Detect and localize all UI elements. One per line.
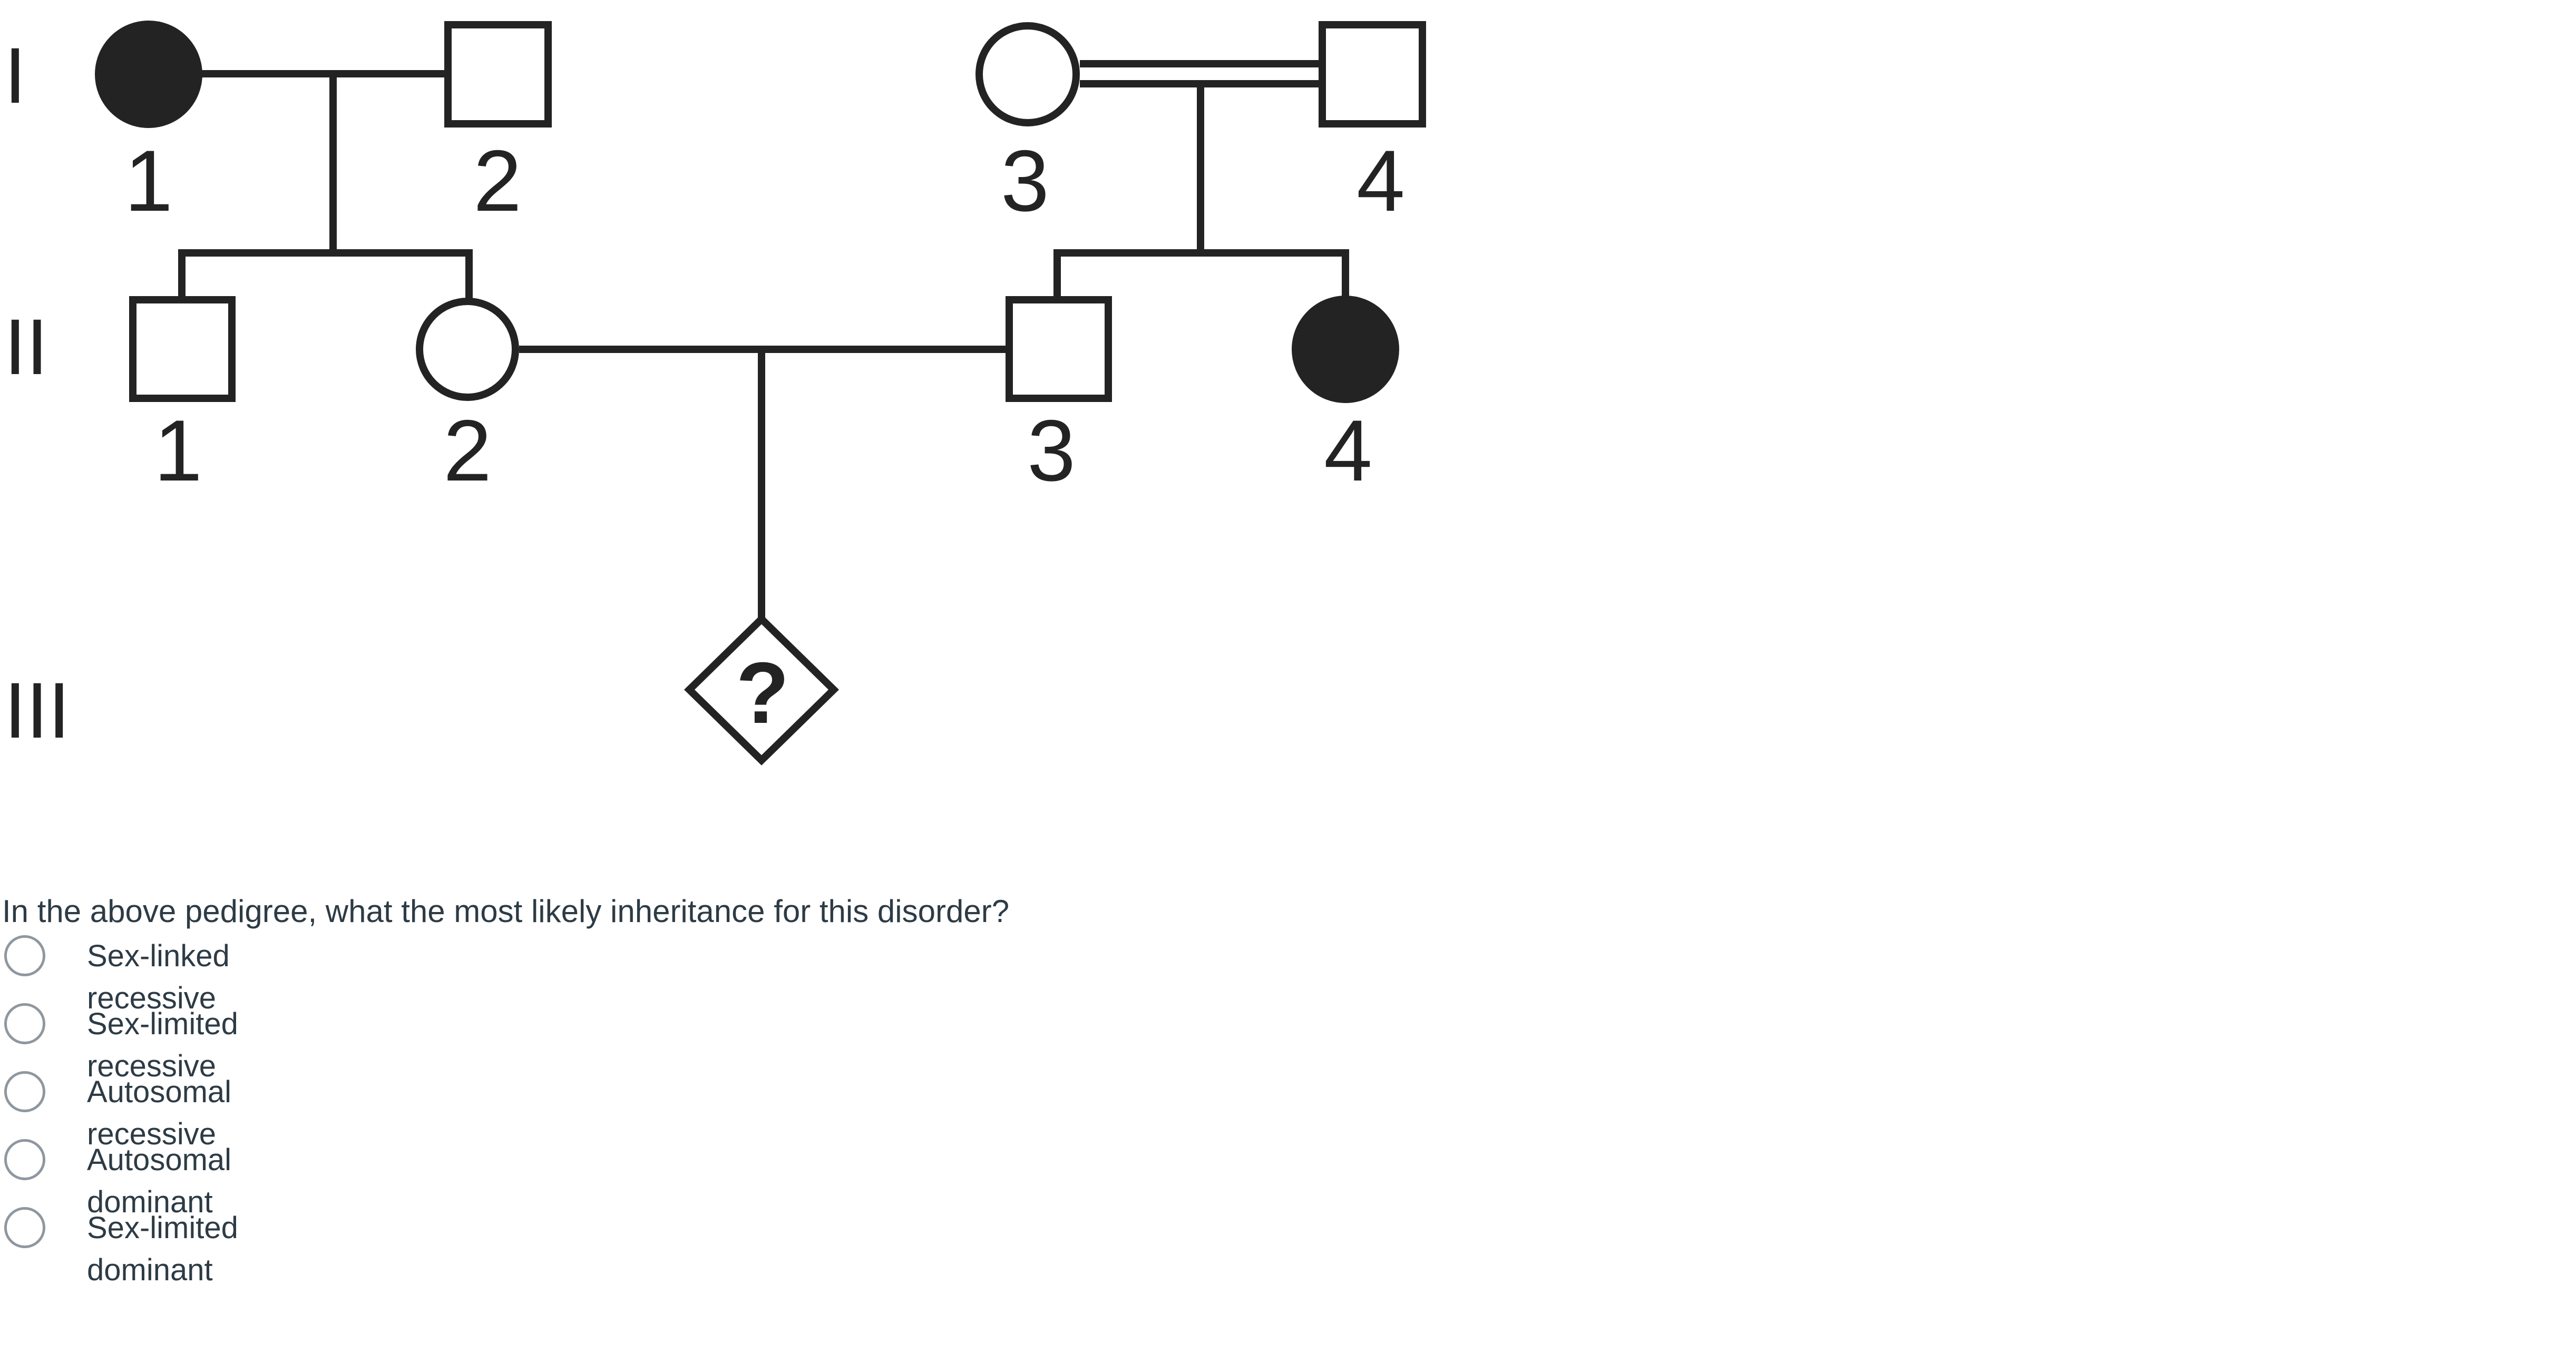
proband-diamond xyxy=(684,614,840,766)
option-row-sex-limited-dominant: Sex-limited dominant xyxy=(4,1207,479,1287)
option-label-autosomal-recessive[interactable]: Autosomal recessive xyxy=(87,1075,232,1151)
option-row-sex-limited-recessive: Sex-limited recessive xyxy=(4,1003,479,1083)
proband-question-mark: ? xyxy=(736,644,789,741)
option-row-autosomal-dominant: Autosomal dominant xyxy=(4,1139,479,1219)
option-label-autosomal-dominant[interactable]: Autosomal dominant xyxy=(87,1143,232,1219)
individual-I-4-male-square xyxy=(1319,21,1426,128)
question-text: In the above pedigree, what the most lik… xyxy=(2,894,1010,929)
radio-option-sex-limited-dominant[interactable] xyxy=(4,1207,45,1248)
individual-number-I-2: 2 xyxy=(473,132,522,229)
radio-option-autosomal-dominant[interactable] xyxy=(4,1139,45,1180)
generation-label-II: II xyxy=(4,302,48,391)
pedigree-diagram: ? I II III 1 2 3 4 1 2 3 4 xyxy=(4,21,1426,766)
individual-number-II-2: 2 xyxy=(443,402,492,499)
generation-label-I: I xyxy=(4,31,26,120)
individual-number-II-3: 3 xyxy=(1027,402,1076,499)
radio-option-sex-limited-recessive[interactable] xyxy=(4,1003,45,1044)
individual-II-1-male-square xyxy=(129,296,236,402)
radio-option-sex-linked-recessive[interactable] xyxy=(4,935,45,976)
individual-number-I-1: 1 xyxy=(124,132,173,229)
option-label-sex-linked-recessive[interactable]: Sex-linked recessive xyxy=(87,939,230,1015)
radio-option-autosomal-recessive[interactable] xyxy=(4,1071,45,1112)
individual-II-4-affected-female-circle xyxy=(1292,296,1399,403)
individual-I-1-affected-female-circle xyxy=(95,21,202,128)
option-row-autosomal-recessive: Autosomal recessive xyxy=(4,1071,479,1151)
option-row-sex-linked-recessive: Sex-linked recessive xyxy=(4,935,479,1015)
individual-number-I-3: 3 xyxy=(1001,132,1049,229)
option-label-sex-limited-recessive[interactable]: Sex-limited recessive xyxy=(87,1007,238,1083)
individual-I-2-male-square xyxy=(444,21,552,128)
option-label-sex-limited-dominant[interactable]: Sex-limited dominant xyxy=(87,1211,238,1287)
individual-II-3-male-square xyxy=(1006,296,1112,402)
individual-I-3-female-circle xyxy=(975,22,1080,126)
individual-II-2-female-circle xyxy=(416,298,519,401)
individual-number-II-4: 4 xyxy=(1324,402,1372,499)
individual-number-II-1: 1 xyxy=(154,402,202,499)
individual-number-I-4: 4 xyxy=(1357,132,1405,229)
generation-label-III: III xyxy=(4,666,70,754)
